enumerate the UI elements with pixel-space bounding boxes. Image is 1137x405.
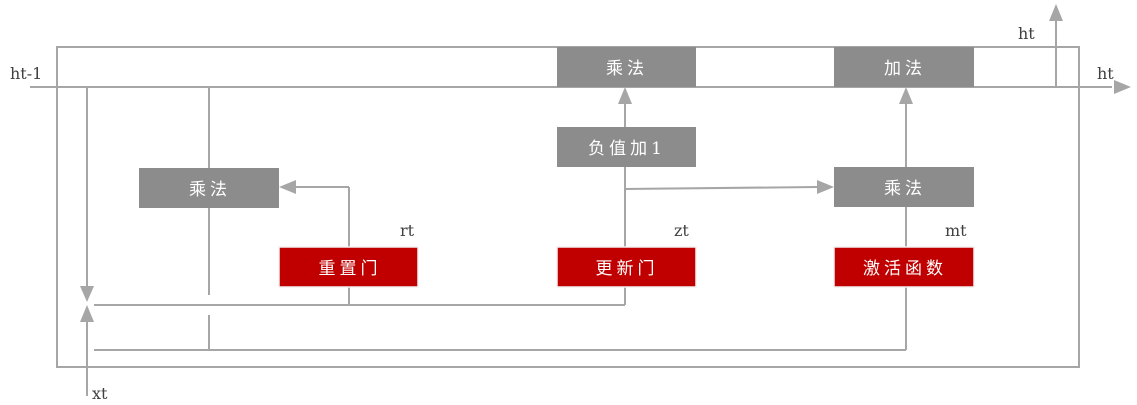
update-right-arrow-icon [817,180,834,194]
multiply-left-label: 乘法 [189,180,231,200]
reset-gate-node: 重置门 [278,246,419,288]
r-gate-label: rt [400,221,415,240]
activation-label: 激活函数 [863,259,947,279]
xt-up-arrow-icon [80,305,94,322]
x-in-label: xt [92,384,108,403]
reset-gate-label: 重置门 [319,259,382,279]
one-minus-up-arrow-icon [618,87,632,104]
activation-node: 激活函数 [833,246,975,288]
multiply-top-node: 乘法 [557,47,696,87]
hidden-state-arrow-icon [1114,80,1131,94]
one-minus-label: 负值加1 [588,139,666,159]
update-gate-label: 更新门 [596,259,659,279]
one-minus-node: 负值加1 [557,127,696,167]
add-top-label: 加法 [884,59,926,79]
ht-up-arrow-icon [1049,4,1063,21]
multiply-left-node: 乘法 [139,168,279,208]
h-out-right-label: ht [1097,64,1114,83]
multiply-right-node: 乘法 [834,167,974,207]
multiply-right-up-arrow-icon [899,87,913,104]
multiply-right-label: 乘法 [884,179,926,199]
update-gate-node: 更新门 [556,246,697,288]
h-prev-label: ht-1 [10,64,42,83]
m-act-label: mt [945,221,967,240]
multiply-top-label: 乘法 [606,59,648,79]
update-to-multiply-right [624,186,818,190]
h-out-top-label: ht [1018,24,1035,43]
h-prev-down-arrow-icon [80,286,94,302]
add-top-node: 加法 [834,47,974,87]
reset-arrow-icon [279,180,296,194]
z-gate-label: zt [674,221,689,240]
